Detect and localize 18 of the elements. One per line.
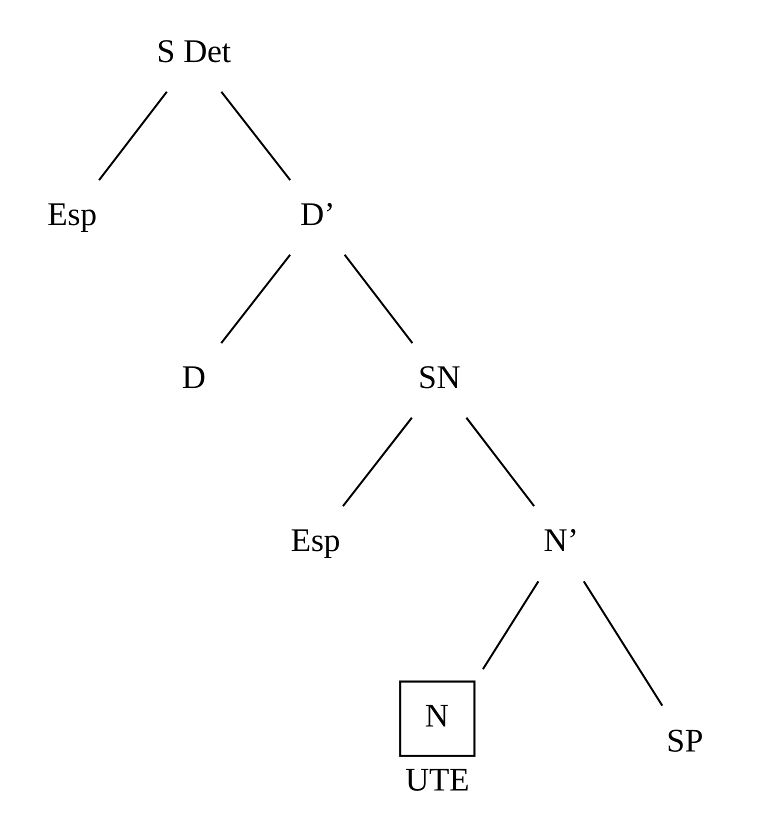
connector xyxy=(482,580,540,670)
node-text: N’ xyxy=(544,522,578,559)
node-text: Esp xyxy=(47,196,97,233)
connector xyxy=(582,580,664,706)
node-label: UTE xyxy=(405,762,470,798)
node-text: Esp xyxy=(290,522,340,559)
connector xyxy=(98,90,168,180)
node-text: SN xyxy=(418,360,460,396)
node-box: N xyxy=(399,680,476,756)
connector xyxy=(220,90,292,180)
connector xyxy=(344,254,414,344)
node-text: SP xyxy=(666,722,704,759)
node-text: S Det xyxy=(156,34,231,70)
connector xyxy=(220,254,291,344)
node-text: D’ xyxy=(300,196,336,233)
node-text: D xyxy=(182,360,206,396)
connector xyxy=(466,416,535,506)
connector xyxy=(342,416,413,506)
